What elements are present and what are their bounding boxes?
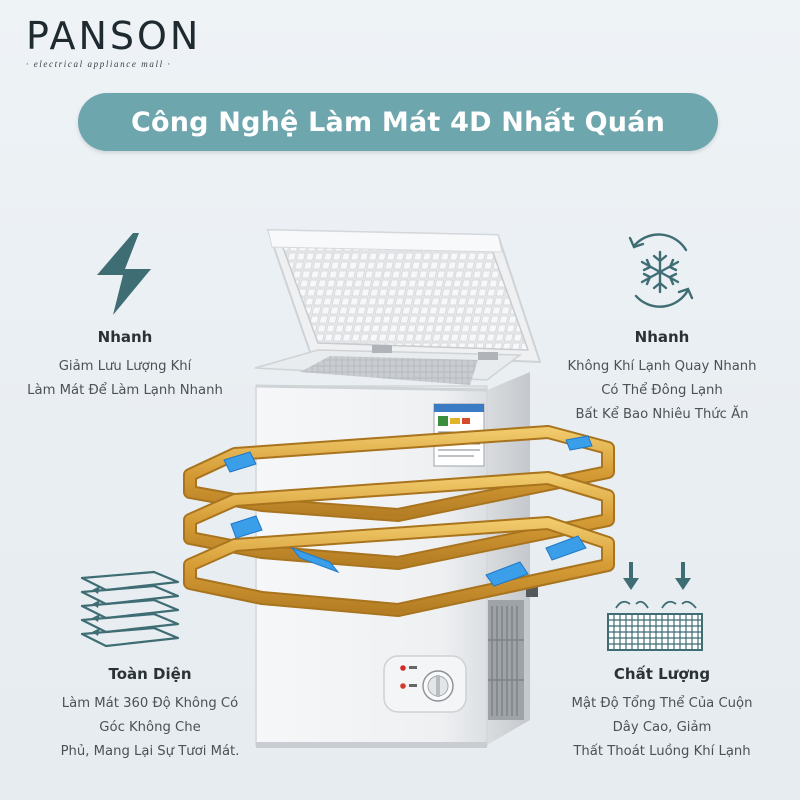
feature-fast-rotation: Nhanh Không Khí Lạnh Quay Nhanh Có Thể Đ…	[532, 328, 792, 427]
cooling-coils	[183, 425, 615, 617]
feature-comprehensive: Toàn Diện Làm Mát 360 Độ Không Có Góc Kh…	[20, 665, 280, 764]
feature-title: Chất Lượng	[613, 665, 711, 683]
feature-line: Góc Không Che	[99, 720, 201, 735]
headline-title: Công Nghệ Làm Mát 4D Nhất Quán	[130, 106, 666, 138]
feature-line: Không Khí Lạnh Quay Nhanh	[567, 359, 757, 374]
feature-line: Dây Cao, Giảm	[612, 720, 712, 735]
lightning-icon	[97, 233, 151, 315]
layered-airflow-icon	[80, 570, 180, 648]
dense-coil-icon	[607, 562, 703, 651]
chest-freezer-illustration	[183, 228, 615, 748]
compressor-grille	[488, 600, 524, 720]
freezer-lid	[266, 228, 542, 364]
feature-title: Nhanh	[634, 328, 690, 346]
feature-line: Mật Độ Tổng Thể Của Cuộn	[571, 696, 753, 711]
thermostat-panel	[383, 655, 467, 713]
feature-title: Nhanh	[97, 328, 153, 346]
airflow-arrows	[223, 435, 593, 587]
brand-tagline: · electrical appliance mall ·	[26, 59, 172, 69]
feature-line: Bất Kể Bao Nhiêu Thức Ăn	[575, 407, 749, 422]
feature-title: Toàn Diện	[108, 665, 192, 683]
feature-line: Có Thể Đông Lạnh	[601, 383, 723, 398]
feature-fast-airflow: Nhanh Giảm Lưu Lượng Khí Làm Mát Để Làm …	[0, 328, 255, 403]
feature-line: Làm Mát 360 Độ Không Có	[61, 696, 239, 711]
headline-banner: Công Nghệ Làm Mát 4D Nhất Quán	[78, 93, 718, 151]
feature-line: Giảm Lưu Lượng Khí	[58, 359, 192, 374]
feature-quality: Chất Lượng Mật Độ Tổng Thể Của Cuộn Dây …	[532, 665, 792, 764]
brand-logo: PANSON · electrical appliance mall ·	[26, 14, 236, 69]
feature-line: Phủ, Mang Lại Sự Tươi Mát.	[60, 744, 240, 759]
brand-name: PANSON	[26, 14, 202, 58]
feature-line: Làm Mát Để Làm Lạnh Nhanh	[27, 383, 223, 398]
feature-line: Thất Thoát Luồng Khí Lạnh	[573, 744, 751, 759]
snowflake-cycle-icon	[628, 233, 694, 308]
